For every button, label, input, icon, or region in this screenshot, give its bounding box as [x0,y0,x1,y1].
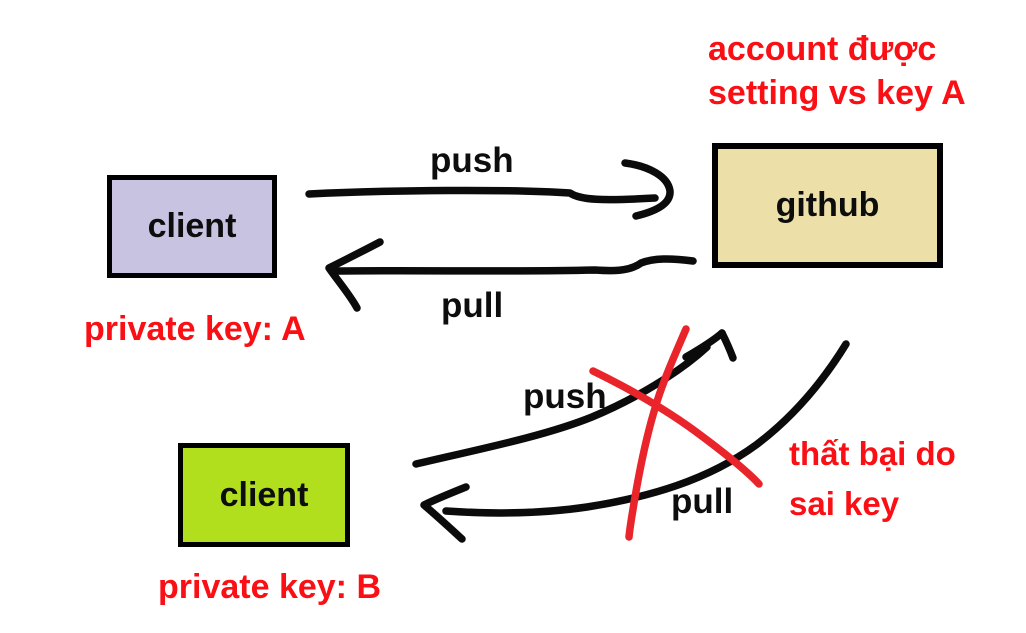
push-arrow-bottom-head-barb-icon [718,329,737,362]
push-label-bottom: push [523,377,607,416]
client-b-label: client [219,475,309,514]
client-a-label: client [147,207,237,245]
pull-arrow-bottom-head-icon [420,483,470,543]
pull-arrow-top-head-icon [325,238,384,312]
pull-label-top: pull [441,286,504,325]
private-key-b-note: private key: B [158,568,381,606]
failure-reason-note: thất bại do sai key [789,429,956,529]
client-a-box: client [107,175,277,278]
failure-cross-stroke-steep-icon [625,325,690,541]
failure-reason-note-line2: sai key [789,485,900,522]
push-arrow-top-line [305,186,659,204]
github-label: github [775,186,880,224]
pull-arrow-top-line [333,255,697,275]
failure-cross-stroke-diagonal-icon [589,367,763,488]
account-setting-note-line2: setting vs key A [708,74,966,112]
account-setting-note-line1: account được [708,30,937,68]
push-arrow-top-head-icon [621,159,674,220]
account-setting-note: account được setting vs key A [708,27,966,115]
pull-arrow-bottom-line [442,340,850,517]
github-box: github [712,143,943,268]
push-label-top: push [430,141,514,180]
client-b-box: client [178,443,350,547]
failure-reason-note-line1: thất bại do [789,435,956,472]
pull-label-bottom: pull [671,482,734,521]
private-key-a-note: private key: A [84,310,306,348]
push-arrow-bottom-line [412,343,711,468]
